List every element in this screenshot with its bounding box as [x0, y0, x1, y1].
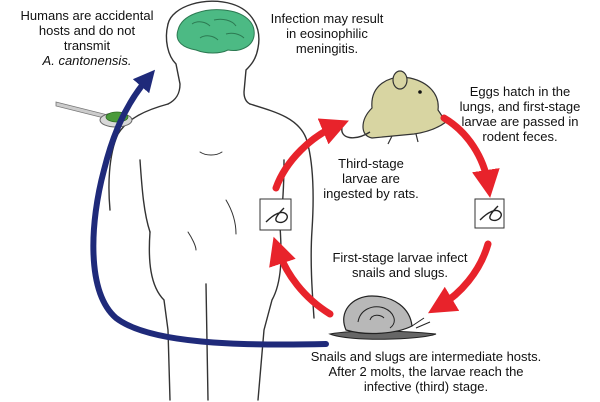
label-infection-line-3: meningitis. — [295, 41, 359, 56]
label-eggs-line-2: lungs, and first-stage — [459, 99, 581, 114]
label-first-stage: First-stage larvae infect snails and slu… — [320, 250, 480, 280]
label-snails-line-1: Snails and slugs are intermediate hosts. — [310, 349, 542, 364]
label-eggs-line-4: rodent feces. — [482, 129, 558, 144]
label-humans: Humans are accidental hosts and do not t… — [12, 8, 162, 68]
snail — [328, 295, 437, 340]
rat — [341, 70, 447, 145]
label-third-stage-line-3: ingested by rats. — [323, 186, 419, 201]
label-eggs: Eggs hatch in the lungs, and first-stage… — [442, 84, 598, 144]
snail-shell — [343, 295, 413, 335]
label-snails-line-2: After 2 molts, the larvae reach the — [328, 364, 524, 379]
label-first-stage-line-2: snails and slugs. — [351, 265, 449, 280]
label-third-stage-line-1: Third-stage — [338, 156, 404, 171]
arrow-to-rat — [272, 118, 349, 192]
label-humans-line-1: Humans are accidental — [20, 8, 154, 23]
label-snails-line-3: infective (third) stage. — [363, 379, 489, 394]
larva-box-right — [474, 198, 505, 229]
label-humans-line-2: hosts and do not — [38, 23, 136, 38]
label-eggs-line-3: larvae are passed in — [461, 114, 579, 129]
label-third-stage: Third-stage larvae are ingested by rats. — [308, 156, 434, 201]
cycle-arrows — [269, 114, 500, 318]
brain-shape — [176, 9, 255, 54]
larva-icon-right — [479, 205, 502, 222]
label-snails: Snails and slugs are intermediate hosts.… — [290, 349, 562, 394]
label-humans-line-3: transmit — [63, 38, 111, 53]
label-infection-line-1: Infection may result — [270, 11, 384, 26]
arrow-larvae-to-snail — [427, 240, 492, 314]
label-first-stage-line-1: First-stage larvae infect — [332, 250, 468, 265]
arrow-to-human — [90, 69, 329, 348]
label-humans-species: A. cantonensis. — [42, 53, 132, 68]
larva-icon-left — [265, 207, 288, 224]
human-head — [167, 0, 260, 105]
label-infection: Infection may result in eosinophilic men… — [262, 11, 392, 56]
label-infection-line-2: in eosinophilic — [286, 26, 368, 41]
label-eggs-line-1: Eggs hatch in the — [469, 84, 571, 99]
arrow-rat-to-larvae — [440, 114, 500, 198]
larva-box-left — [259, 198, 292, 231]
label-third-stage-line-2: larvae are — [342, 171, 400, 186]
arrow-snail-to-larvae — [269, 236, 334, 318]
